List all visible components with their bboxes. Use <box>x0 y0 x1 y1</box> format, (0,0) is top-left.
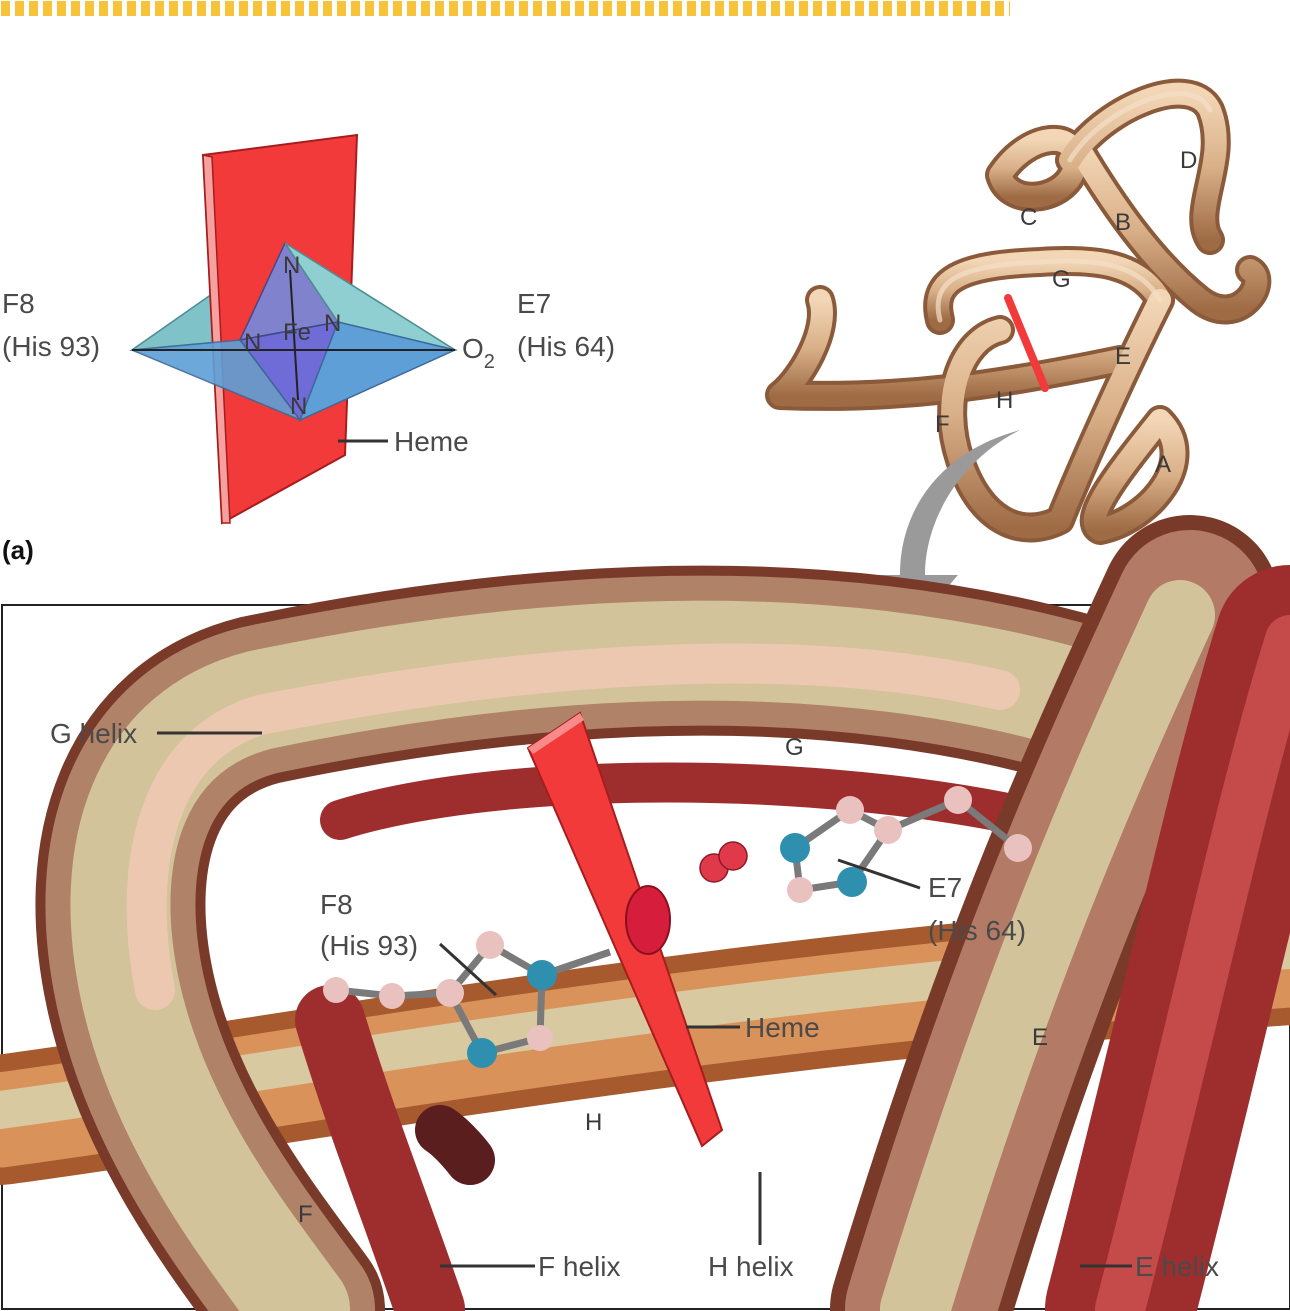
f8-label-line1: F8 <box>320 889 353 920</box>
f8-residue-line1: F8 <box>2 288 35 319</box>
h-helix-label: H helix <box>708 1251 794 1282</box>
e-letter-b: E <box>1032 1024 1048 1051</box>
helix-letter-h: H <box>996 387 1013 414</box>
g-letter-b: G <box>785 734 804 761</box>
atom-n-left: N <box>244 329 261 356</box>
helix-letter-a: A <box>1155 451 1171 478</box>
e7-label-line2: (His 64) <box>928 915 1026 946</box>
top-banner <box>0 0 1010 18</box>
f8-label-line2: (His 93) <box>320 930 418 961</box>
helix-letter-c: C <box>1020 204 1037 231</box>
f8-residue-line2: (His 93) <box>2 331 100 362</box>
helix-letter-f: F <box>935 411 950 438</box>
helix-letter-b: B <box>1115 209 1131 236</box>
helix-letter-d: D <box>1180 147 1197 174</box>
heme-label-a: Heme <box>394 426 469 457</box>
g-helix-label: G helix <box>50 718 137 749</box>
panel-a-label: (a) <box>2 535 34 565</box>
f-helix-label: F helix <box>538 1251 620 1282</box>
helix-letter-e: E <box>1115 343 1131 370</box>
atom-n-bottom: N <box>290 393 307 420</box>
atom-fe: Fe <box>283 319 311 346</box>
heme-label-b: Heme <box>745 1012 820 1043</box>
atom-n-top: N <box>283 252 300 279</box>
iron-atom <box>626 886 670 954</box>
helix-letter-g: G <box>1052 266 1071 293</box>
e7-residue-line2: (His 64) <box>517 331 615 362</box>
e7-residue-line1: E7 <box>517 288 551 319</box>
e7-label-line1: E7 <box>928 872 962 903</box>
atom-n-right: N <box>324 310 341 337</box>
e-helix-label: E helix <box>1135 1251 1219 1282</box>
oxygen-label: O2 <box>462 333 495 373</box>
h-letter-b: H <box>585 1109 602 1136</box>
f-letter-b: F <box>298 1201 313 1228</box>
